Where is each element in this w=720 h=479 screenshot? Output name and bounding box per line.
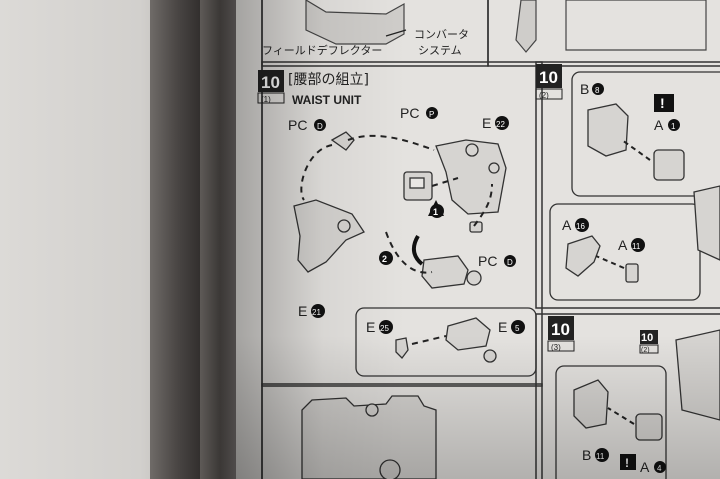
svg-text:4: 4 — [657, 464, 662, 473]
order-marks — [379, 200, 444, 266]
warning-mark — [654, 94, 674, 112]
part-e25: E — [366, 319, 375, 335]
step-10-1-header: 10 (1) [腰部の組立] WAIST UNIT — [257, 70, 369, 107]
instruction-manual-page: フィールドデフレクター コンバータ システム 10 (1) [腰部の組立] WA… — [236, 0, 720, 479]
waist-assembly — [293, 131, 507, 363]
label-system: システム — [418, 44, 462, 57]
part-labels-10-2: B 8 A 1 A 16 A 11 — [562, 81, 680, 253]
top-figure — [305, 0, 707, 53]
order-mark-1: 1 — [433, 207, 438, 217]
manual-drawing: フィールドデフレクター コンバータ システム 10 (1) [腰部の組立] WA… — [257, 0, 720, 479]
step-sub: (1) — [261, 95, 271, 104]
part-a16: A — [562, 217, 572, 233]
part-b11: B — [582, 447, 591, 463]
step-10-3-header: 10 (3) 10 (2) — [547, 316, 659, 354]
part-pcd-top: PC — [288, 117, 307, 133]
book-edge — [200, 0, 240, 479]
part-e21: E — [298, 303, 307, 319]
ref-sub: (2) — [641, 347, 650, 354]
ref-number: 10 — [641, 332, 653, 344]
svg-text:D: D — [317, 122, 323, 131]
order-mark-2: 2 — [382, 254, 387, 264]
svg-text:16: 16 — [576, 222, 585, 231]
svg-text:25: 25 — [380, 324, 389, 333]
svg-text:21: 21 — [312, 308, 321, 317]
part-labels-10-3: B 11 ! A 4 — [582, 447, 666, 475]
label-converter: コンバータ — [414, 28, 469, 41]
step-10-2-header: 10 (2) — [535, 64, 563, 100]
svg-text:8: 8 — [595, 86, 600, 95]
svg-text:!: ! — [660, 95, 665, 111]
part-pcp: PC — [400, 105, 419, 121]
part-pcd-bottom: PC — [478, 253, 497, 269]
label-field-deflector: フィールドデフレクター — [262, 43, 382, 57]
assembly-arrows — [300, 134, 493, 345]
step-number: 10 — [261, 73, 280, 92]
part-a11: A — [618, 237, 628, 253]
svg-text:11: 11 — [596, 452, 605, 461]
part-a1: A — [654, 117, 664, 133]
svg-text:!: ! — [625, 456, 629, 470]
part-a4: A — [640, 459, 650, 475]
svg-text:5: 5 — [515, 324, 520, 333]
svg-text:22: 22 — [496, 120, 505, 129]
svg-text:11: 11 — [632, 242, 641, 251]
step-number: 10 — [539, 68, 558, 87]
part-e5: E — [498, 319, 507, 335]
step-sub: (3) — [551, 343, 561, 352]
step-number: 10 — [551, 320, 570, 339]
part-e22: E — [482, 115, 491, 131]
part-b8: B — [580, 81, 589, 97]
detail-bubble — [355, 307, 537, 377]
step-sub: (2) — [539, 91, 549, 100]
step-title-en: WAIST UNIT — [292, 93, 362, 107]
svg-text:D: D — [507, 258, 513, 267]
step-title-jp: [腰部の組立] — [288, 72, 369, 88]
parts-10-3 — [573, 329, 720, 441]
bottom-figure — [301, 395, 437, 479]
svg-text:P: P — [429, 110, 434, 119]
part-labels-10-1: PC D PC P E 22 PC D E 21 E 25 E 5 — [288, 105, 525, 335]
parts-10-2 — [565, 103, 720, 283]
warning-mark — [620, 454, 636, 470]
svg-text:1: 1 — [671, 122, 676, 131]
